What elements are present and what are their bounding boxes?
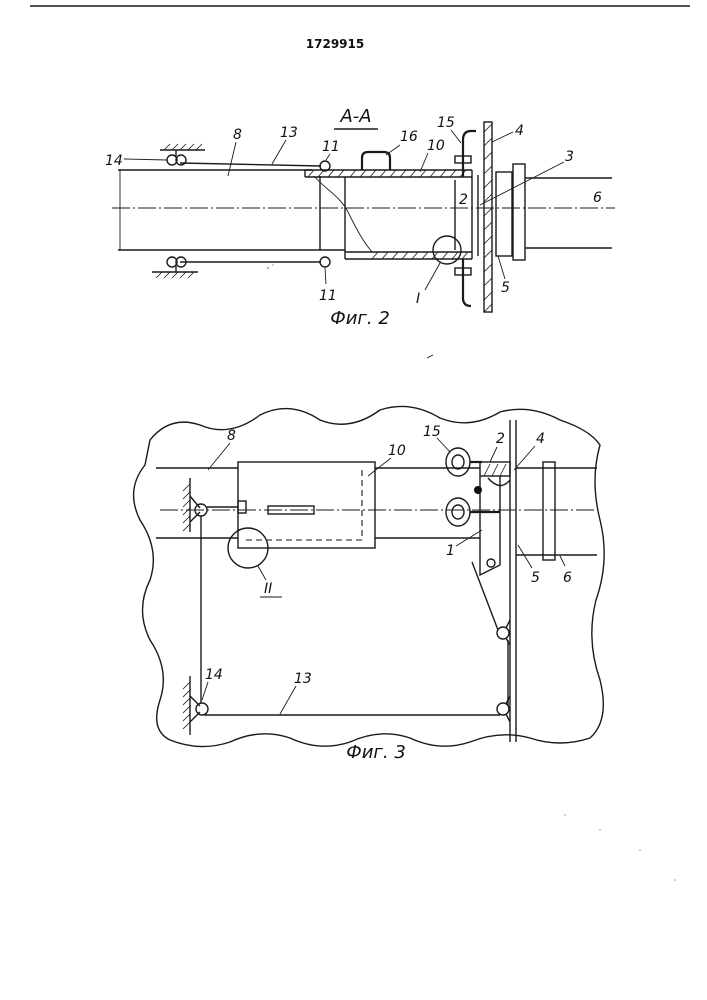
fig3-support-14	[183, 676, 208, 735]
fig2-label-2: 2	[459, 192, 468, 208]
fig3-pipe-6	[516, 468, 597, 555]
stray-mark	[427, 355, 433, 358]
fig3-pulley-14	[196, 703, 208, 715]
fig3-stub-2	[480, 462, 510, 486]
fig2-pipe-6	[525, 178, 612, 248]
fig2-label-detail-I: I	[416, 291, 420, 307]
fig2-leader-lines	[124, 130, 564, 290]
fig2-collar-5	[496, 172, 512, 256]
fig3-label-15: 15	[423, 424, 441, 440]
fig3-label-10: 10	[388, 443, 406, 459]
fig2-stub-2	[455, 175, 478, 256]
fig2-pulley-14-bottom	[152, 257, 198, 278]
fig2-label-10: 10	[427, 138, 445, 154]
fig2-label-13: 13	[280, 125, 298, 141]
fig3-flange	[543, 462, 555, 560]
fig2-label-11-bottom: 11	[319, 288, 337, 304]
fig3-handle-15-lower	[446, 498, 500, 526]
fig3-cable-lug	[238, 501, 246, 513]
scan-noise	[267, 264, 676, 881]
fig3-label-14: 14	[205, 667, 223, 683]
fig3-label-2: 2	[496, 431, 505, 447]
fig2-cable-13-top	[180, 163, 321, 166]
fig2-flange	[513, 164, 525, 260]
fig3-latch-dot	[474, 486, 482, 494]
figure-2: A-A	[105, 106, 615, 329]
fig3-label-8: 8	[227, 428, 236, 444]
fig2-label-15: 15	[437, 115, 455, 131]
fig2-sleeve-10	[305, 170, 472, 259]
figure-3: 8 10 15 2 4 1 5 6 14 13 II Фиг. 3	[134, 406, 605, 763]
fig3-label-1: 1	[446, 543, 455, 559]
fig2-label-11-top: 11	[322, 139, 340, 155]
patent-number: 1729915	[306, 37, 364, 51]
fig2-pulley-11-bottom	[320, 257, 330, 267]
fig2-pipe-8	[118, 170, 345, 250]
fig2-label-3: 3	[565, 149, 574, 165]
fig3-handle-15-upper	[446, 448, 482, 476]
fig2-label-14: 14	[105, 153, 123, 169]
fig2-pin-15-bottom	[455, 259, 471, 306]
fig2-caption: Фиг. 2	[330, 308, 390, 329]
fig3-pulley-right-upper	[497, 620, 510, 645]
fig3-label-5: 5	[531, 570, 540, 586]
fig3-label-6: 6	[563, 570, 572, 586]
fig2-label-4: 4	[515, 123, 524, 139]
fig2-label-5: 5	[501, 280, 510, 296]
fig2-label-6: 6	[593, 190, 602, 206]
fig3-support-upper	[183, 478, 207, 532]
fig3-caption: Фиг. 3	[346, 742, 406, 763]
fig2-label-8: 8	[233, 127, 242, 143]
fig3-label-13: 13	[294, 671, 312, 687]
fig2-label-16: 16	[400, 129, 418, 145]
fig2-pulley-14-top	[160, 144, 205, 165]
section-label: A-A	[339, 106, 371, 127]
fig3-label-4: 4	[536, 431, 545, 447]
fig2-detail-circle-I	[433, 236, 461, 264]
fig3-pulley-right-lower	[497, 696, 510, 722]
fig2-break-line	[314, 176, 372, 252]
fig3-pipe-8	[156, 468, 480, 538]
fig3-bracket-1	[474, 476, 500, 575]
fig2-plate-4	[484, 122, 492, 312]
fig3-label-detail-II: II	[264, 581, 272, 597]
fig3-sleeve-10	[238, 462, 375, 548]
